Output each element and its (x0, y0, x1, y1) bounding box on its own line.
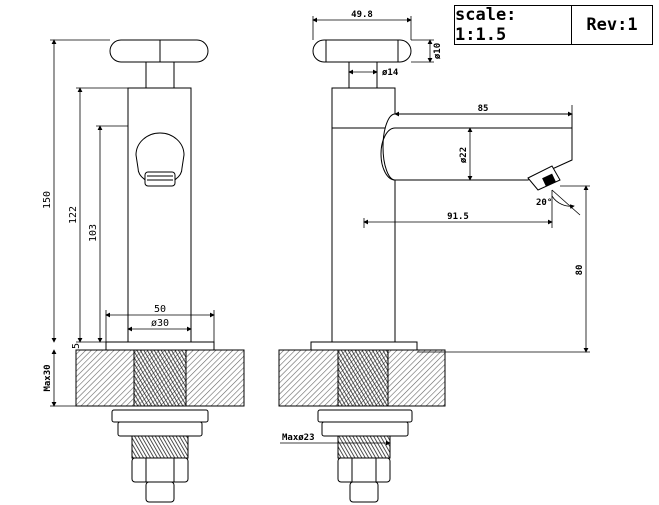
dim-outlet-height: 80 (575, 265, 585, 276)
dim-handle-width: 49.8 (351, 10, 373, 20)
side-fittings (317, 409, 413, 503)
revision-label: Rev:1 (571, 5, 653, 45)
scale-label: scale: 1:1.5 (454, 5, 572, 45)
dim-overall-height: 150 (42, 191, 53, 209)
side-counter-section (278, 349, 446, 407)
side-dimension-labels: 49.8 ø10 ø14 85 ø22 20° 91.5 80 Maxø23 (282, 10, 585, 443)
side-base-plate (310, 341, 418, 351)
front-fittings (111, 409, 209, 503)
dim-thread-max: Maxø23 (282, 433, 315, 443)
side-handle (312, 39, 412, 89)
dim-handle-diameter: ø10 (433, 43, 443, 59)
front-handle (109, 39, 209, 89)
front-dimension-labels: 150 122 103 50 ø30 5 Max30 (42, 191, 169, 392)
dim-spout-angle: 20° (536, 198, 552, 208)
side-dimensions (280, 16, 590, 446)
dim-spout-height: 103 (88, 224, 99, 242)
side-view (310, 39, 573, 351)
dim-base-thickness: 5 (71, 343, 82, 349)
front-dimensions (50, 39, 215, 407)
dim-max-mounting: Max30 (43, 364, 53, 391)
front-view (105, 39, 215, 351)
dim-spout-reach: 85 (478, 104, 489, 114)
dim-stem-diameter: ø14 (382, 68, 399, 78)
front-spout-outlet (135, 132, 185, 187)
front-counter-section (75, 349, 245, 407)
dim-base-width: 50 (154, 304, 166, 315)
dim-body-height: 122 (68, 206, 79, 224)
dim-spout-diameter: ø22 (459, 147, 469, 163)
dim-outlet-reach: 91.5 (447, 212, 469, 222)
front-base-plate (105, 341, 215, 351)
side-spout (380, 113, 573, 191)
dim-base-diameter: ø30 (151, 318, 169, 329)
